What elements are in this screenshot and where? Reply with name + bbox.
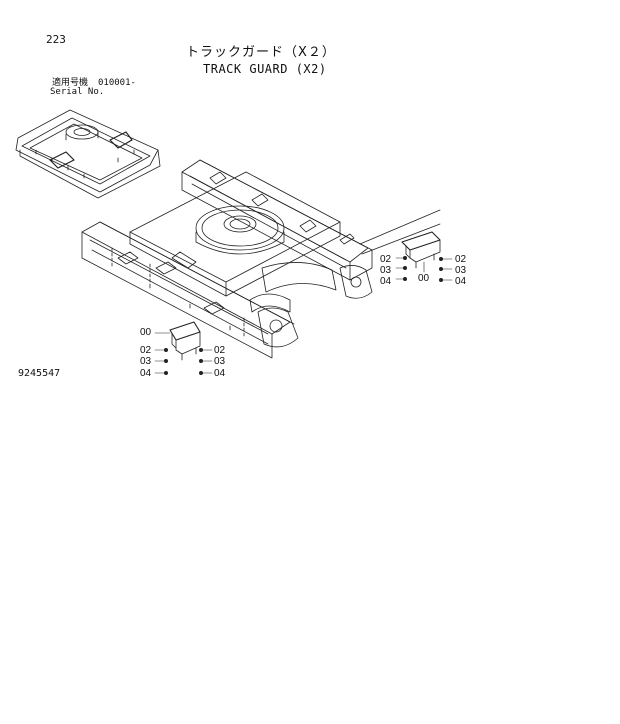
title-japanese: トラックガード（X２）	[186, 45, 336, 60]
serial-label-english: Serial No.	[50, 87, 105, 97]
callout-right-right-04: 04	[455, 276, 467, 287]
callout-left-left-03: 03	[140, 356, 152, 367]
callout-left-left-04: 04	[140, 368, 152, 379]
title-english: TRACK GUARD (X2)	[203, 62, 327, 76]
page-number: 223	[46, 33, 66, 46]
callout-left-right-03: 03	[214, 356, 226, 367]
callout-left-part-00: 00	[140, 327, 152, 338]
callout-left-right-04: 04	[214, 368, 226, 379]
track-guard-left-drawing	[154, 321, 213, 375]
figure-id: 9245547	[18, 368, 61, 379]
serial-value: 010001-	[98, 78, 136, 88]
callout-right-right-03: 03	[455, 265, 467, 276]
callout-right-left-03: 03	[380, 265, 392, 276]
callout-right-left-04: 04	[380, 276, 392, 287]
callout-right-right-02: 02	[455, 254, 467, 265]
callout-right-part-00: 00	[418, 273, 430, 284]
callout-left-left-02: 02	[140, 345, 152, 356]
serial-label-japanese: 適用号機	[52, 78, 89, 88]
callout-right-left-02: 02	[380, 254, 392, 265]
track-inset-drawing	[15, 109, 161, 199]
callout-left-right-02: 02	[214, 345, 226, 356]
undercarriage-frame-drawing	[81, 159, 441, 359]
track-guard-right-drawing	[395, 231, 453, 282]
